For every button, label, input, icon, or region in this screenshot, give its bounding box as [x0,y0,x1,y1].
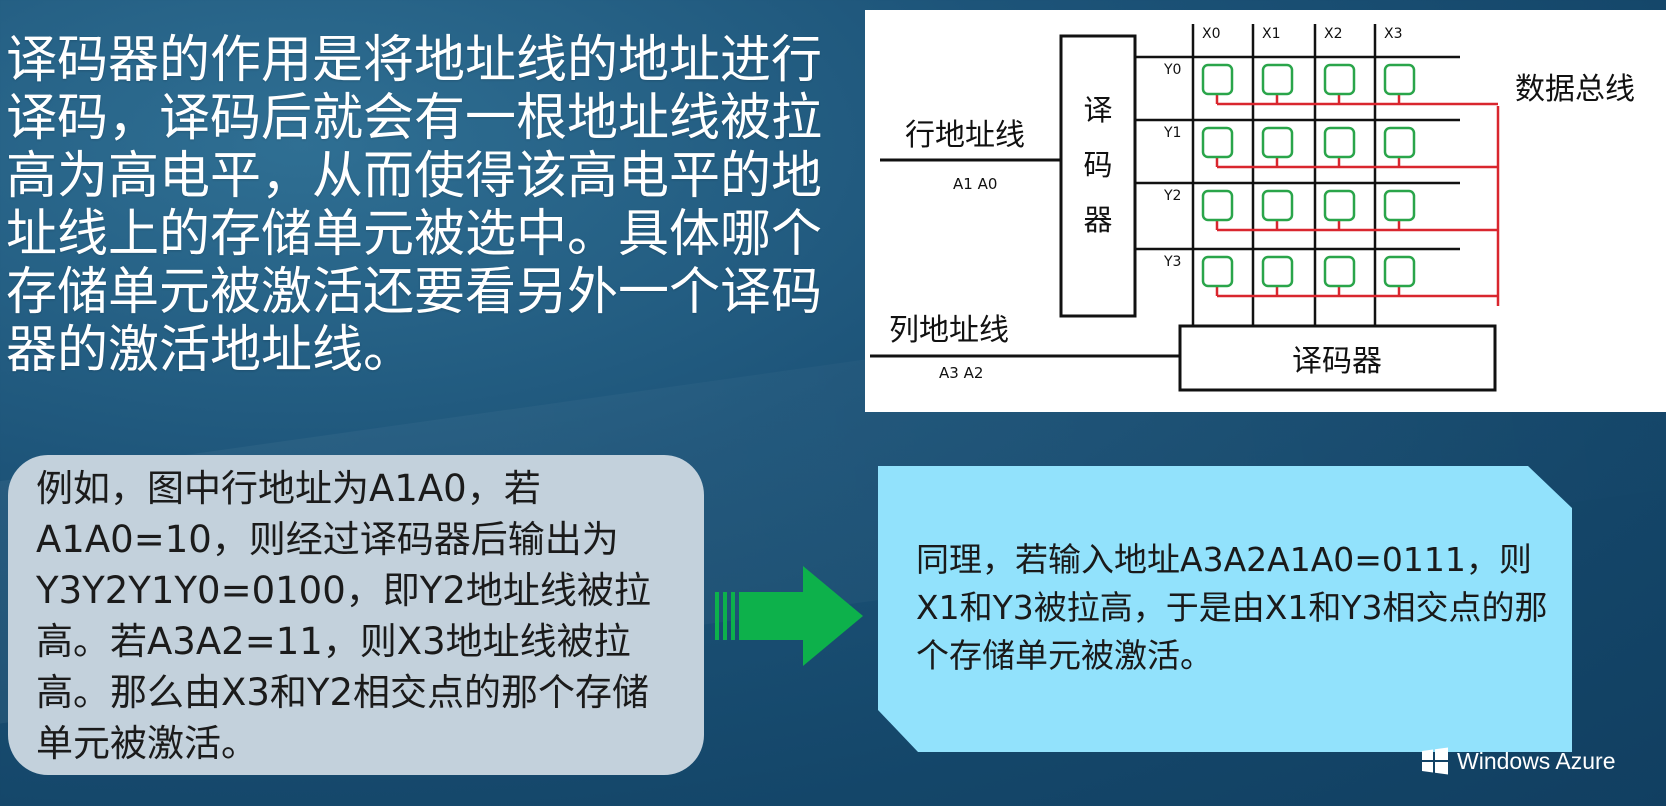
memory-cell [1383,126,1416,159]
memory-cell [1323,255,1356,288]
result-box [878,466,1572,752]
memory-cell [1323,189,1356,222]
result-text: 同理，若输入地址A3A2A1A0=0111，则X1和Y3被拉高，于是由X1和Y3… [916,540,1548,675]
data-bus-label: 数据总线 [1515,72,1635,107]
memory-cell [1201,63,1234,96]
slide-title: 译码器的作用是将地址线的地址进行译码，译码后就会有一根地址线被拉高为高电平，从而… [6,31,823,380]
brand-name: Windows Azure [1457,747,1616,774]
column-decoder-label: 译码器 [1292,344,1382,379]
row-label: Y1 [1163,125,1181,141]
memory-cell [1201,255,1234,288]
brand-logo: Windows Azure [1421,747,1616,775]
memory-cell [1323,63,1356,96]
column-decoder-box [1178,324,1497,392]
row-decoder-box [1059,34,1137,318]
column-address-label: 列地址线 [889,313,1009,348]
memory-cell [1261,63,1294,96]
example-explanation-box: 例如，图中行地址为A1A0，若A1A0=10，则经过译码器后输出为Y3Y2Y1Y… [8,455,704,775]
memory-cell [1261,126,1294,159]
windows-logo-icon [1422,747,1448,775]
row-label: Y3 [1163,254,1181,270]
column-label: X0 [1202,26,1221,42]
row-label: Y0 [1163,62,1181,78]
right-arrow-icon [715,566,863,666]
column-address-bits: A3 A2 [939,364,983,382]
row-decoder-char-2: 码 [1083,148,1112,182]
memory-cell [1201,189,1234,222]
row-decoder-char-3: 器 [1083,203,1112,237]
memory-cell [1201,126,1234,159]
column-label: X3 [1384,26,1403,42]
memory-cell [1383,63,1416,96]
row-label: Y2 [1163,188,1181,204]
row-address-bits: A1 A0 [953,175,997,193]
memory-cell [1323,126,1356,159]
memory-cell [1261,255,1294,288]
memory-cell [1383,189,1416,222]
row-decoder-char-1: 译 [1083,93,1112,127]
row-address-label: 行地址线 [905,118,1025,153]
memory-cell [1261,189,1294,222]
memory-cell [1383,255,1416,288]
column-label: X1 [1262,26,1281,42]
example-text: 例如，图中行地址为A1A0，若A1A0=10，则经过译码器后输出为Y3Y2Y1Y… [36,467,651,765]
column-label: X2 [1324,26,1343,42]
